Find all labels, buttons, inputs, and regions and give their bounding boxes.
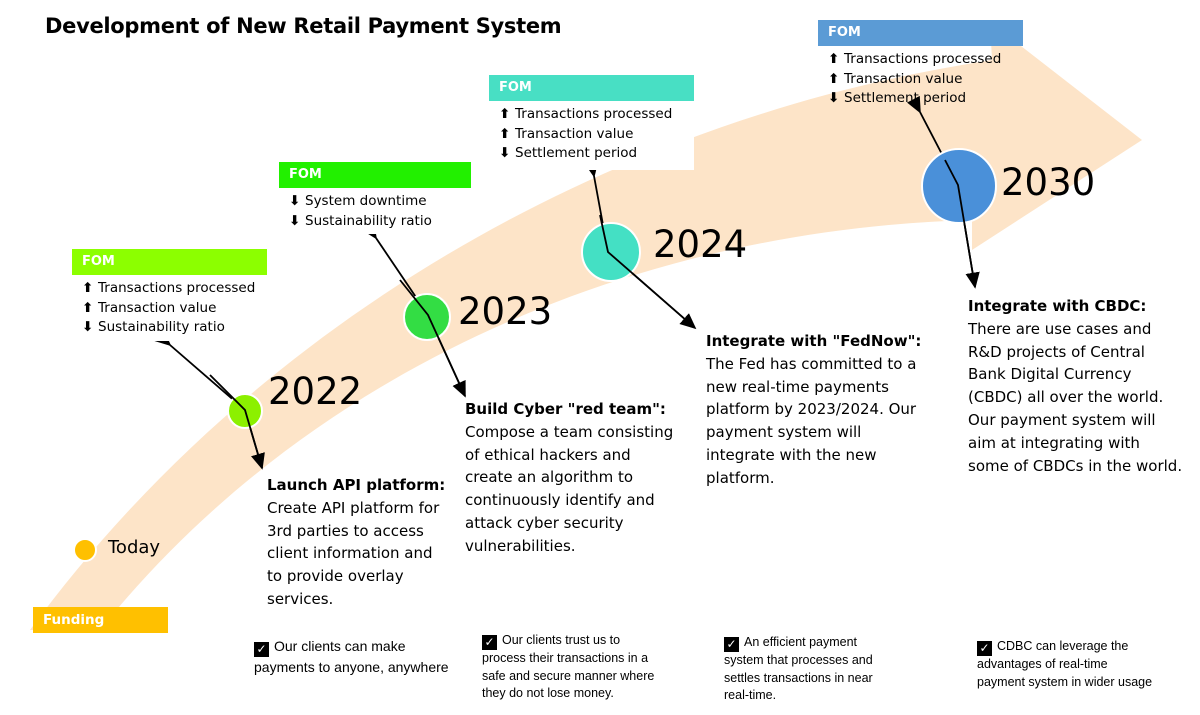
milestone-line: There are use cases and — [968, 319, 1152, 338]
milestone-dot-2024 — [581, 222, 641, 282]
outcome-line: process their transactions in a — [482, 651, 649, 665]
fom-item: Sustainability ratio — [98, 319, 225, 335]
outcome-line: system that processes and — [724, 653, 873, 667]
fom-item: System downtime — [305, 193, 427, 209]
milestone-title: Integrate with "FedNow": — [706, 332, 922, 350]
milestone-line: Bank Digital Currency — [968, 365, 1132, 384]
milestone-line: to provide overlay — [267, 567, 404, 586]
milestone-dot-2030 — [921, 148, 997, 224]
milestone-title: Build Cyber "red team": — [465, 400, 666, 418]
outcome-line: real-time. — [724, 688, 777, 702]
milestone-2023: Build Cyber "red team": Compose a team c… — [465, 398, 673, 558]
milestone-line: platform. — [706, 468, 775, 487]
outcome-line: Our clients can make — [274, 638, 406, 654]
today-label: Today — [108, 537, 161, 558]
milestone-line: new real-time payments — [706, 377, 889, 396]
milestone-2022: Launch API platform: Create API platform… — [267, 474, 445, 611]
milestone-line: some of CBDCs in the world. — [968, 456, 1183, 475]
milestone-2030: Integrate with CBDC: There are use cases… — [968, 295, 1182, 477]
milestone-2024: Integrate with "FedNow": The Fed has com… — [706, 330, 921, 490]
milestone-line: integrate with the new — [706, 445, 877, 464]
arrow-up-icon: ⬆ — [82, 299, 94, 316]
arrow-down-icon: ⬇ — [289, 193, 301, 209]
checkbox-checked-icon: ✓ — [977, 641, 992, 656]
outcome-line: payments to anyone, anywhere — [254, 659, 449, 675]
arrow-down-icon: ⬇ — [828, 90, 840, 106]
milestone-line: vulnerabilities. — [465, 536, 576, 555]
milestone-line: payment system will — [706, 423, 862, 442]
outcome-line: payment system in wider usage — [977, 674, 1153, 689]
fom-header: FOM — [818, 20, 1023, 46]
milestone-line: The Fed has committed to a — [706, 354, 917, 373]
fom-item: Sustainability ratio — [305, 212, 432, 229]
fom-header: FOM — [72, 249, 267, 275]
milestone-line: create an algorithm to — [465, 468, 634, 487]
fom-item: Transactions processed — [844, 51, 1002, 67]
milestone-dot-2023 — [403, 293, 451, 341]
checkbox-checked-icon: ✓ — [254, 642, 269, 657]
year-2024: 2024 — [653, 223, 748, 266]
fom-header: FOM — [279, 162, 471, 188]
funding-secured-label: Funding secured — [33, 607, 168, 654]
fom-box-2022: FOM ⬆Transactions processed ⬆Transaction… — [72, 249, 267, 341]
growth-arrow-band — [30, 22, 1142, 630]
year-2023: 2023 — [458, 290, 553, 333]
outcome-line: they do not lose money. — [482, 686, 614, 700]
milestone-line: R&D projects of Central — [968, 342, 1145, 361]
outcome-line: safe and secure manner where — [482, 668, 655, 683]
arrow-up-icon: ⬆ — [499, 106, 511, 122]
year-2022: 2022 — [268, 370, 363, 413]
arrow-up-icon: ⬆ — [828, 51, 840, 67]
milestone-line: Compose a team consisting — [465, 422, 674, 441]
outcome-2023: ✓ Our clients trust us to process their t… — [482, 632, 654, 703]
fom-item: Transaction value — [98, 299, 217, 316]
arrow-up-icon: ⬆ — [82, 280, 94, 296]
milestone-line: aim at integrating with — [968, 433, 1140, 452]
milestone-dot-2022 — [227, 393, 263, 429]
checkbox-checked-icon: ✓ — [724, 637, 739, 652]
fom-header: FOM — [489, 75, 694, 101]
arrow-down-icon: ⬇ — [82, 319, 94, 335]
outcome-line: Our clients trust us to — [502, 633, 621, 647]
outcome-2024: ✓ An efficient payment system that proces… — [724, 634, 873, 705]
milestone-line: 3rd parties to access — [267, 521, 424, 540]
milestone-line: of ethical hackers and — [465, 445, 631, 464]
milestone-line: continuously identify and — [465, 491, 655, 510]
outcome-line: advantages of real-time — [977, 657, 1108, 671]
outcome-line: settles transactions in near — [724, 670, 873, 685]
year-2030: 2030 — [1001, 161, 1096, 204]
arrow-up-icon: ⬆ — [828, 70, 840, 87]
milestone-line: platform by 2023/2024. Our — [706, 400, 917, 419]
milestone-line: (CBDC) all over the world. — [968, 388, 1164, 407]
milestone-line: services. — [267, 589, 334, 608]
outcome-line: CDBC can leverage the — [997, 639, 1129, 653]
fom-box-2030: FOM ⬆Transactions processed ⬆Transaction… — [818, 20, 1023, 112]
milestone-line: client information and — [267, 544, 433, 563]
arrow-down-icon: ⬇ — [289, 212, 301, 229]
fom-item: Settlement period — [844, 90, 967, 106]
milestone-line: attack cyber security — [465, 513, 624, 532]
fom-item: Settlement period — [515, 145, 638, 161]
milestone-line: Create API platform for — [267, 498, 440, 517]
outcome-line: An efficient payment — [744, 635, 858, 649]
outcome-2030: ✓ CDBC can leverage the advantages of rea… — [977, 638, 1152, 691]
milestone-dot-today — [73, 538, 97, 562]
milestone-line: Our payment system will — [968, 410, 1156, 429]
arrow-down-icon: ⬇ — [499, 145, 511, 161]
fom-item: Transactions processed — [515, 106, 673, 122]
fom-item: Transactions processed — [98, 280, 256, 296]
arrow-up-icon: ⬆ — [499, 125, 511, 142]
fom-box-2023: FOM ⬇System downtime ⬇Sustainability rat… — [279, 162, 471, 234]
page-title: Development of New Retail Payment System — [45, 14, 562, 38]
fom-box-2024: FOM ⬆Transactions processed ⬆Transaction… — [489, 75, 694, 170]
milestone-title: Launch API platform: — [267, 476, 446, 494]
fom-item: Transaction value — [844, 70, 963, 87]
outcome-2022: ✓ Our clients can make payments to anyone… — [254, 636, 449, 677]
fom-item: Transaction value — [515, 125, 634, 142]
milestone-title: Integrate with CBDC: — [968, 297, 1147, 315]
checkbox-checked-icon: ✓ — [482, 635, 497, 650]
